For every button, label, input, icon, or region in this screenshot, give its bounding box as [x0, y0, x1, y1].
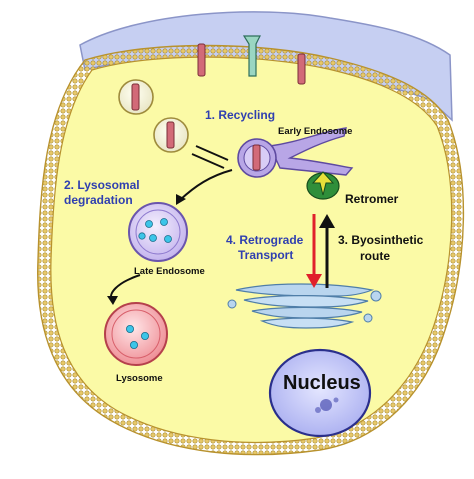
label-retrograde-2: Transport — [238, 248, 293, 262]
label-lysosome: Lysosome — [116, 373, 163, 384]
label-nucleus: Nucleus — [283, 372, 361, 394]
nucleus — [268, 348, 372, 438]
membrane-receptor-left — [197, 43, 206, 77]
early-endosome — [237, 127, 354, 178]
label-lysosomal-1: 2. Lysosomal — [64, 178, 140, 192]
golgi-apparatus — [227, 283, 382, 329]
label-early-endosome: Early Endosome — [278, 126, 352, 137]
lysosome — [104, 302, 168, 366]
recycling-vesicle-middle — [153, 117, 189, 153]
label-recycling: 1. Recycling — [205, 108, 275, 122]
arrow-early-to-late — [176, 169, 233, 205]
label-byosinthetic-1: 3. Byosinthetic — [338, 233, 424, 247]
label-late-endosome: Late Endosome — [134, 266, 205, 277]
label-retrograde-1: 4. Retrograde — [226, 233, 304, 247]
label-lysosomal-2: degradation — [64, 193, 133, 207]
recycling-connector — [191, 145, 229, 169]
late-endosome — [128, 202, 188, 262]
membrane-receptor-green — [242, 35, 261, 77]
recycling-vesicle-top — [118, 79, 154, 115]
retromer-complex — [306, 171, 340, 200]
membrane-receptor-right — [297, 53, 306, 85]
label-byosinthetic-2: route — [360, 249, 390, 263]
arrow-biosynthetic — [319, 214, 335, 288]
label-retromer: Retromer — [345, 192, 399, 206]
arrow-retrograde — [306, 214, 322, 288]
arrow-late-to-lysosome — [107, 274, 141, 305]
